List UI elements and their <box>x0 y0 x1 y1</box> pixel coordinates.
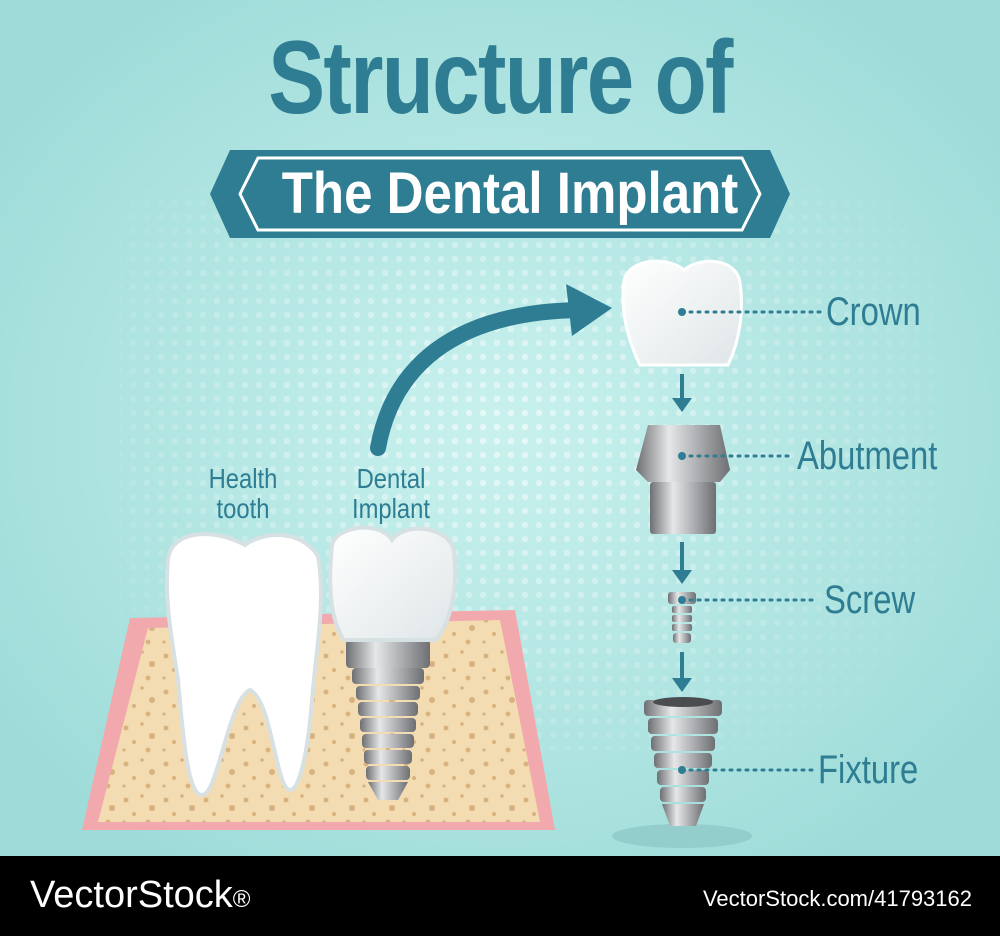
title-ribbon <box>210 150 790 238</box>
curved-arrow-head <box>566 284 612 336</box>
watermark-bar: VectorStock® VectorStock.com/41793162 <box>0 856 1000 936</box>
watermark-brand: VectorStock® <box>30 870 250 925</box>
leader-lines <box>680 310 822 772</box>
crown-label: Crown <box>826 290 921 334</box>
crown-dot <box>678 308 686 316</box>
down-arrow-3-head <box>672 678 692 692</box>
down-arrow-2-head <box>672 570 692 584</box>
abutment-part <box>636 425 730 534</box>
watermark-id: VectorStock.com/41793162 <box>702 886 972 911</box>
abutment-dot <box>678 452 686 460</box>
fixture-part <box>612 697 752 848</box>
page-title: Structure of <box>268 20 733 136</box>
curved-arrow <box>370 302 588 456</box>
implant-in-jaw <box>328 525 458 800</box>
down-arrow-1-head <box>672 398 692 412</box>
abutment-label: Abutment <box>797 434 938 478</box>
screw-dot <box>678 596 686 604</box>
health-tooth <box>164 532 323 798</box>
fixture-dot <box>678 766 686 774</box>
dental-implant-label: Dental Implant <box>351 463 431 524</box>
watermark-registered: ® <box>232 886 251 913</box>
fixture-label: Fixture <box>818 748 919 792</box>
illustration <box>0 0 1000 856</box>
health-tooth-label: Health tooth <box>208 463 278 524</box>
page-subtitle: The Dental Implant <box>281 161 739 226</box>
screw-label: Screw <box>824 578 916 622</box>
watermark-brand-text: VectorStock <box>30 874 233 916</box>
